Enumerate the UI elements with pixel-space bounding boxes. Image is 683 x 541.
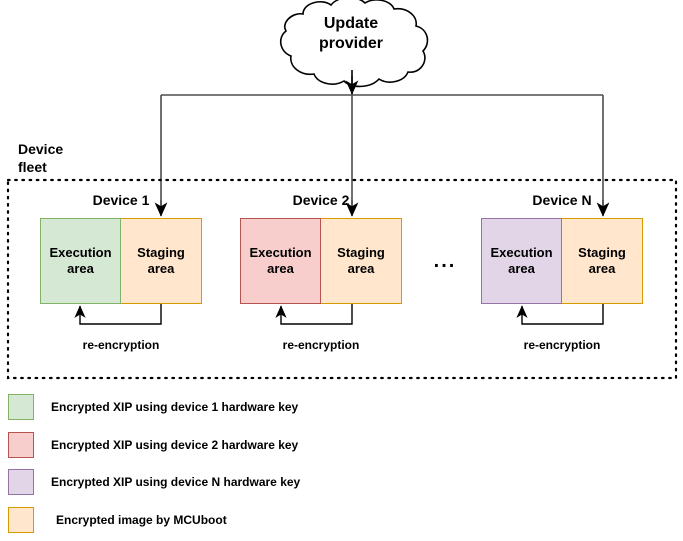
- device-2-execution-line2: area: [267, 261, 294, 276]
- legend-label-device-2: Encrypted XIP using device 2 hardware ke…: [51, 438, 299, 452]
- device-n-reencryption-label: re-encryption: [523, 338, 601, 352]
- device-1-execution-line1: Execution: [49, 245, 112, 260]
- device-fleet-line2: fleet: [18, 159, 47, 175]
- devices-ellipsis: ...: [433, 250, 457, 272]
- device-n-staging-line1: Staging: [578, 245, 626, 260]
- device-2-execution-line1: Execution: [249, 245, 312, 260]
- update-provider-line1: Update: [323, 15, 379, 32]
- device-2-reencryption-label: re-encryption: [282, 338, 360, 352]
- legend-label-mcuboot: Encrypted image by MCUboot: [56, 513, 227, 527]
- update-provider-line2: provider: [318, 35, 383, 52]
- reencryption-arrows: [74, 304, 604, 325]
- device-2-execution-area: Execution area: [240, 218, 321, 304]
- device-fleet-line1: Device: [18, 141, 64, 157]
- device-fleet-label: Device fleet: [18, 140, 108, 176]
- legend-swatch-purple: [8, 469, 34, 495]
- reencryption-arrow-device-1: [74, 304, 162, 325]
- legend-item-device-2: Encrypted XIP using device 2 hardware ke…: [8, 431, 298, 459]
- device-2-staging-area: Staging area: [321, 218, 402, 304]
- device-2-title: Device 2: [292, 192, 350, 208]
- device-1-box: Execution area Staging area: [40, 218, 202, 304]
- legend-item-device-n: Encrypted XIP using device N hardware ke…: [8, 468, 300, 496]
- update-provider-label: Update provider: [290, 14, 412, 54]
- device-1-execution-area: Execution area: [40, 218, 121, 304]
- device-2-staging-line1: Staging: [337, 245, 385, 260]
- device-2-staging-line2: area: [347, 261, 375, 276]
- legend-swatch-pink: [8, 432, 34, 458]
- reencryption-arrow-device-n: [516, 304, 604, 325]
- device-n-staging-area: Staging area: [562, 218, 643, 304]
- legend-swatch-orange: [8, 507, 34, 533]
- reencryption-arrow-device-2: [275, 304, 353, 325]
- distribution-lines: [160, 76, 604, 208]
- device-n-staging-line2: area: [588, 261, 616, 276]
- device-1-execution-line2: area: [67, 261, 94, 276]
- legend-swatch-green: [8, 394, 34, 420]
- legend-item-mcuboot: Encrypted image by MCUboot: [8, 506, 227, 534]
- device-1-staging-area: Staging area: [121, 218, 202, 304]
- device-2-box: Execution area Staging area: [240, 218, 402, 304]
- device-n-box: Execution area Staging area: [481, 218, 643, 304]
- legend-item-device-1: Encrypted XIP using device 1 hardware ke…: [8, 393, 298, 421]
- device-n-execution-line1: Execution: [490, 245, 553, 260]
- device-1-staging-line2: area: [147, 261, 175, 276]
- device-n-execution-line2: area: [508, 261, 535, 276]
- device-n-title: Device N: [532, 192, 592, 208]
- device-n-execution-area: Execution area: [481, 218, 562, 304]
- device-1-staging-line1: Staging: [137, 245, 185, 260]
- legend-label-device-n: Encrypted XIP using device N hardware ke…: [51, 475, 301, 489]
- device-1-reencryption-label: re-encryption: [82, 338, 160, 352]
- legend-label-device-1: Encrypted XIP using device 1 hardware ke…: [51, 400, 299, 414]
- device-1-title: Device 1: [92, 192, 150, 208]
